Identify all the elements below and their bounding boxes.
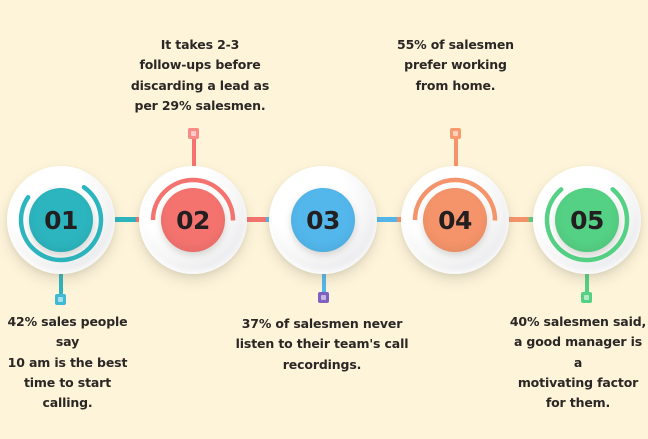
- connector-04-05-left-segment: [498, 217, 529, 222]
- marker-05: [581, 292, 592, 303]
- caption-05: 40% salesmen said, a good manager is a m…: [508, 312, 648, 413]
- milestone-node-03[interactable]: 03: [269, 166, 377, 274]
- marker-03: [318, 292, 329, 303]
- connector-03-04-left-segment: [366, 217, 397, 222]
- node-03-number: 03: [306, 205, 340, 235]
- caption-01-line-1: 42% sales people say: [7, 314, 128, 350]
- caption-02-line-4: per 29% salesmen.: [134, 97, 266, 113]
- marker-02: [188, 128, 199, 139]
- caption-04-line-1: 55% of salesmen: [397, 37, 514, 52]
- caption-03: 37% of salesmen never listen to their te…: [230, 314, 414, 375]
- caption-02-line-3: discarding a lead as: [130, 77, 270, 93]
- caption-02-line-1: It takes 2-3: [160, 37, 240, 52]
- caption-05-line-4: for them.: [545, 395, 611, 410]
- node-02-number: 02: [176, 205, 210, 235]
- marker-04: [450, 128, 461, 139]
- stem-04: [454, 136, 458, 182]
- caption-04-line-2: prefer working: [404, 57, 507, 73]
- caption-02-line-2: follow-ups before: [139, 57, 261, 73]
- milestone-node-01[interactable]: 01: [7, 166, 115, 274]
- caption-04-line-3: from home.: [415, 77, 496, 93]
- node-05-number: 05: [570, 205, 604, 235]
- caption-02: It takes 2-3 follow-ups before discardin…: [120, 35, 280, 116]
- caption-01-line-2: 10 am is the best: [7, 354, 128, 370]
- node-04-badge: 04: [423, 188, 487, 252]
- milestone-node-02[interactable]: 02: [139, 166, 247, 274]
- caption-03-line-2: listen to their team's call: [235, 336, 409, 352]
- caption-01: 42% sales people say 10 am is the best t…: [0, 312, 135, 413]
- milestone-node-05[interactable]: 05: [533, 166, 641, 274]
- node-01-badge: 01: [29, 188, 93, 252]
- caption-04: 55% of salesmen prefer working from home…: [378, 35, 533, 96]
- connector-02-03-left-segment: [236, 217, 266, 222]
- caption-05-line-2: a good manager is a: [513, 334, 643, 370]
- node-04-number: 04: [438, 205, 472, 235]
- marker-01: [55, 294, 66, 305]
- node-02-badge: 02: [161, 188, 225, 252]
- node-03-badge: 03: [291, 188, 355, 252]
- connector-01-02-left-segment: [104, 217, 136, 222]
- caption-03-line-3: recordings.: [282, 356, 362, 372]
- caption-05-line-3: motivating factor: [517, 374, 639, 390]
- node-01-number: 01: [44, 205, 78, 235]
- caption-01-line-3: time to start calling.: [23, 374, 112, 410]
- milestone-node-04[interactable]: 04: [401, 166, 509, 274]
- caption-05-line-1: 40% salesmen said,: [509, 314, 647, 329]
- node-05-badge: 05: [555, 188, 619, 252]
- stem-02: [192, 136, 196, 184]
- caption-03-line-1: 37% of salesmen never: [241, 316, 403, 331]
